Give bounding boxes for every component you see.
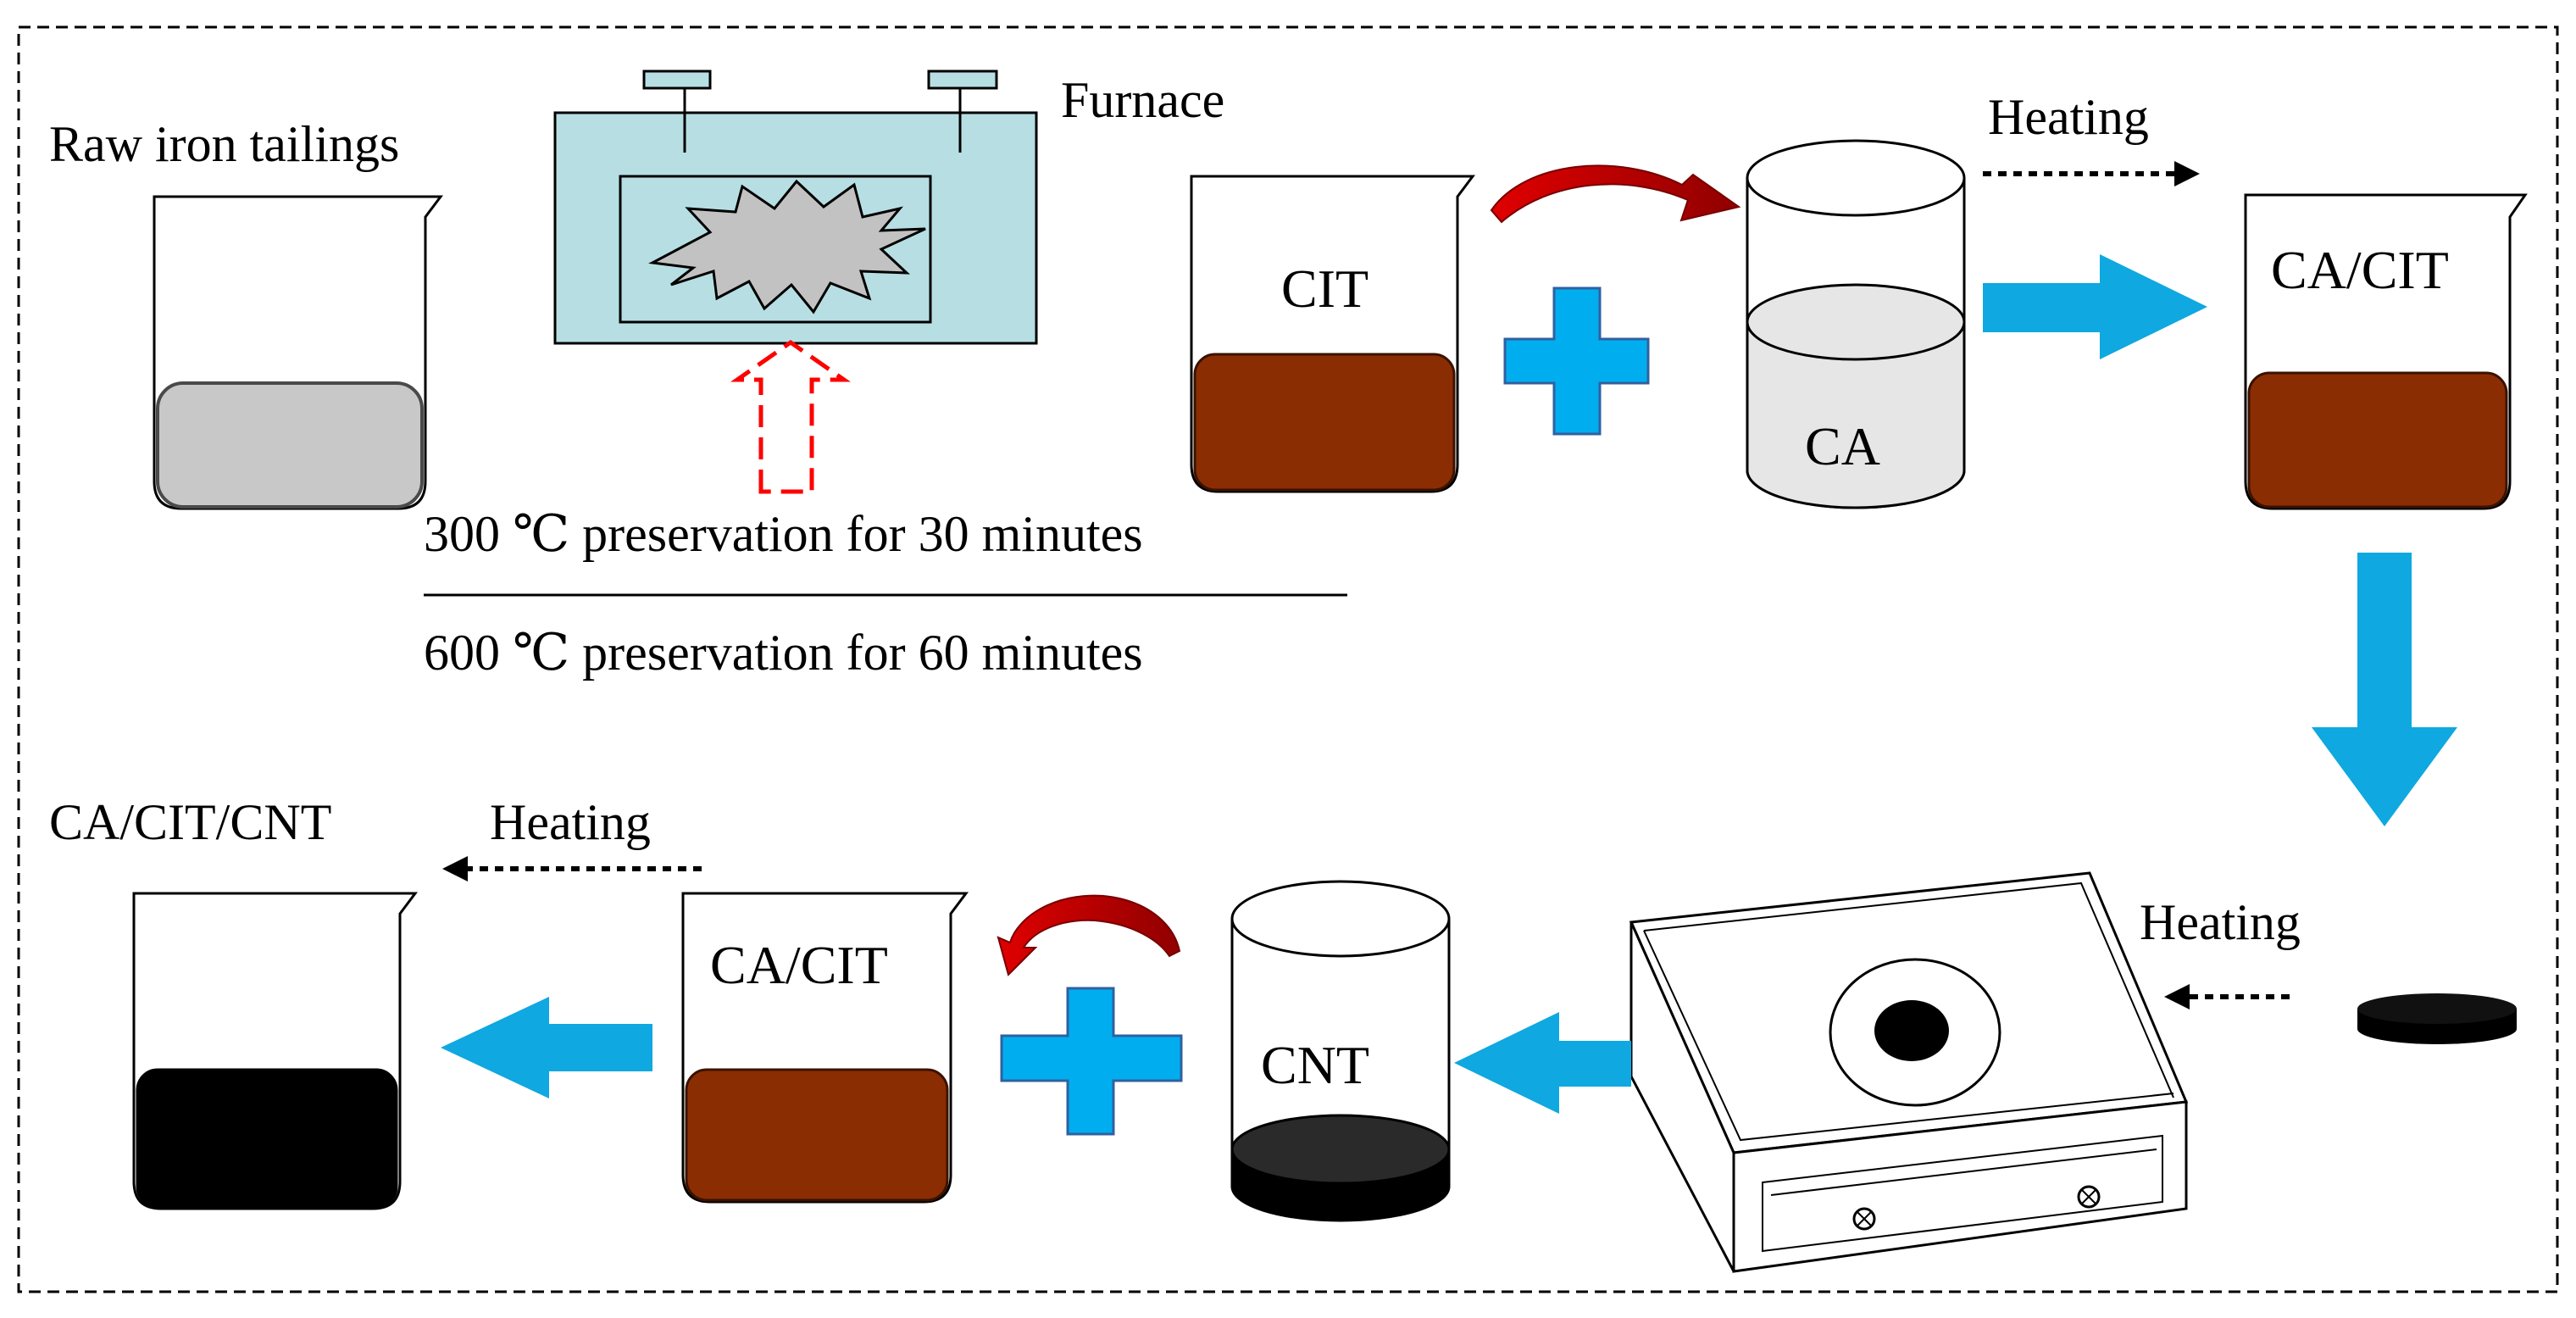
outer-dashed-frame xyxy=(17,25,2559,1293)
black-disc-sample xyxy=(2357,993,2517,1044)
blue-arrow-down xyxy=(2312,553,2457,826)
cnt-label: CNT xyxy=(1261,1035,1369,1095)
ca-label: CA xyxy=(1805,416,1880,476)
preservation-600-label: 600 ℃ preservation for 60 minutes xyxy=(424,625,1143,681)
ca-cit-bottom-label: CA/CIT xyxy=(710,935,888,995)
furnace-label: Furnace xyxy=(1061,72,1224,128)
ca-cit-beaker-bottom xyxy=(681,892,969,1204)
hot-plate-burner-center xyxy=(1874,1000,1949,1061)
plus-icon-top xyxy=(1503,286,1650,436)
ca-cit-beaker-top xyxy=(2244,193,2528,510)
preservation-300-label: 300 ℃ preservation for 30 minutes xyxy=(424,506,1143,562)
curved-red-arrow-top xyxy=(1490,164,1741,224)
ca-cit-cnt-label: CA/CIT/CNT xyxy=(49,794,331,850)
hot-plate xyxy=(1629,871,2189,1273)
heating-right-label: Heating xyxy=(2140,894,2301,950)
burning-sample-shape xyxy=(648,179,926,314)
cnt-cylinder xyxy=(1230,880,1451,1222)
cit-beaker xyxy=(1190,175,1475,493)
ca-cit-top-label: CA/CIT xyxy=(2271,240,2449,300)
cit-sample xyxy=(1193,353,1456,492)
ca-cit-cnt-beaker xyxy=(132,892,418,1210)
blue-arrow-right-top xyxy=(1983,254,2207,359)
ca-cit-sample-bottom xyxy=(685,1068,949,1202)
blue-arrow-left-hotplate xyxy=(1454,1012,1631,1114)
curved-red-arrow-bottom xyxy=(997,894,1181,976)
raw-iron-tailings-label: Raw iron tailings xyxy=(49,116,399,172)
raw-tailings-beaker xyxy=(153,195,443,510)
heating-bottom-label: Heating xyxy=(490,794,651,850)
cit-label: CIT xyxy=(1281,259,1368,319)
blue-arrow-left-final xyxy=(441,997,652,1098)
ca-cit-cnt-sample xyxy=(136,1068,398,1209)
plus-icon-bottom xyxy=(1000,987,1183,1136)
heat-up-arrow xyxy=(730,339,851,494)
ca-cylinder xyxy=(1746,139,1966,509)
furnace xyxy=(553,70,1038,345)
raw-tailings-sample xyxy=(156,381,424,509)
heating-top-label: Heating xyxy=(1988,89,2149,145)
ca-cit-sample-top xyxy=(2247,371,2508,509)
